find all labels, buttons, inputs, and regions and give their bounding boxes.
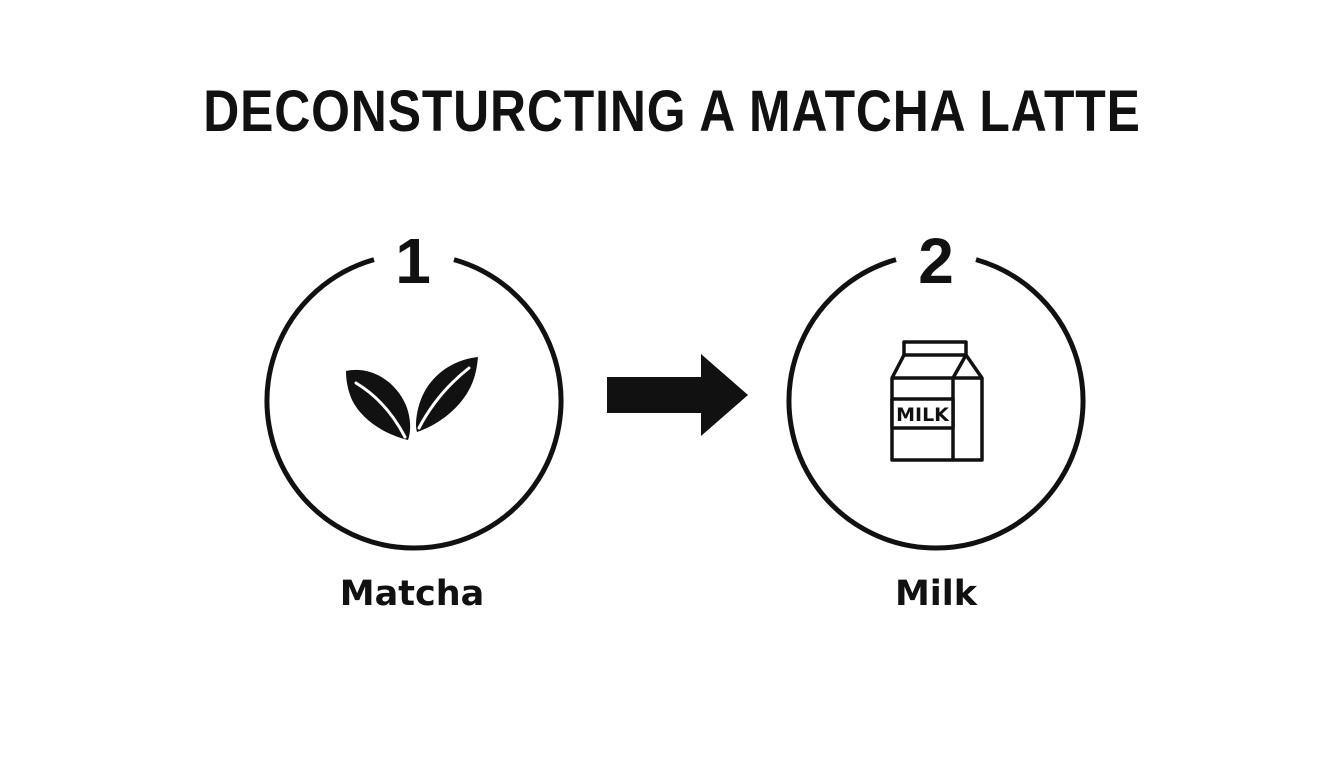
- step-1-number: 1: [395, 225, 431, 297]
- step-2-ring: [786, 257, 1086, 551]
- step-2-number: 2: [918, 225, 954, 297]
- step-2: 2 MILK Milk: [786, 225, 1086, 614]
- milk-carton-icon: MILK: [890, 340, 984, 462]
- step-1: 1 Matcha: [264, 225, 564, 614]
- diagram-title: DECONSTURCTING A MATCHA LATTE: [203, 79, 1141, 144]
- step-1-label: Matcha: [340, 574, 484, 614]
- leaf-icon: [346, 357, 478, 440]
- arrow-right-icon: [607, 354, 748, 436]
- step-1-ring: [264, 257, 564, 551]
- milk-carton-label: MILK: [896, 404, 950, 426]
- step-2-label: Milk: [895, 574, 978, 614]
